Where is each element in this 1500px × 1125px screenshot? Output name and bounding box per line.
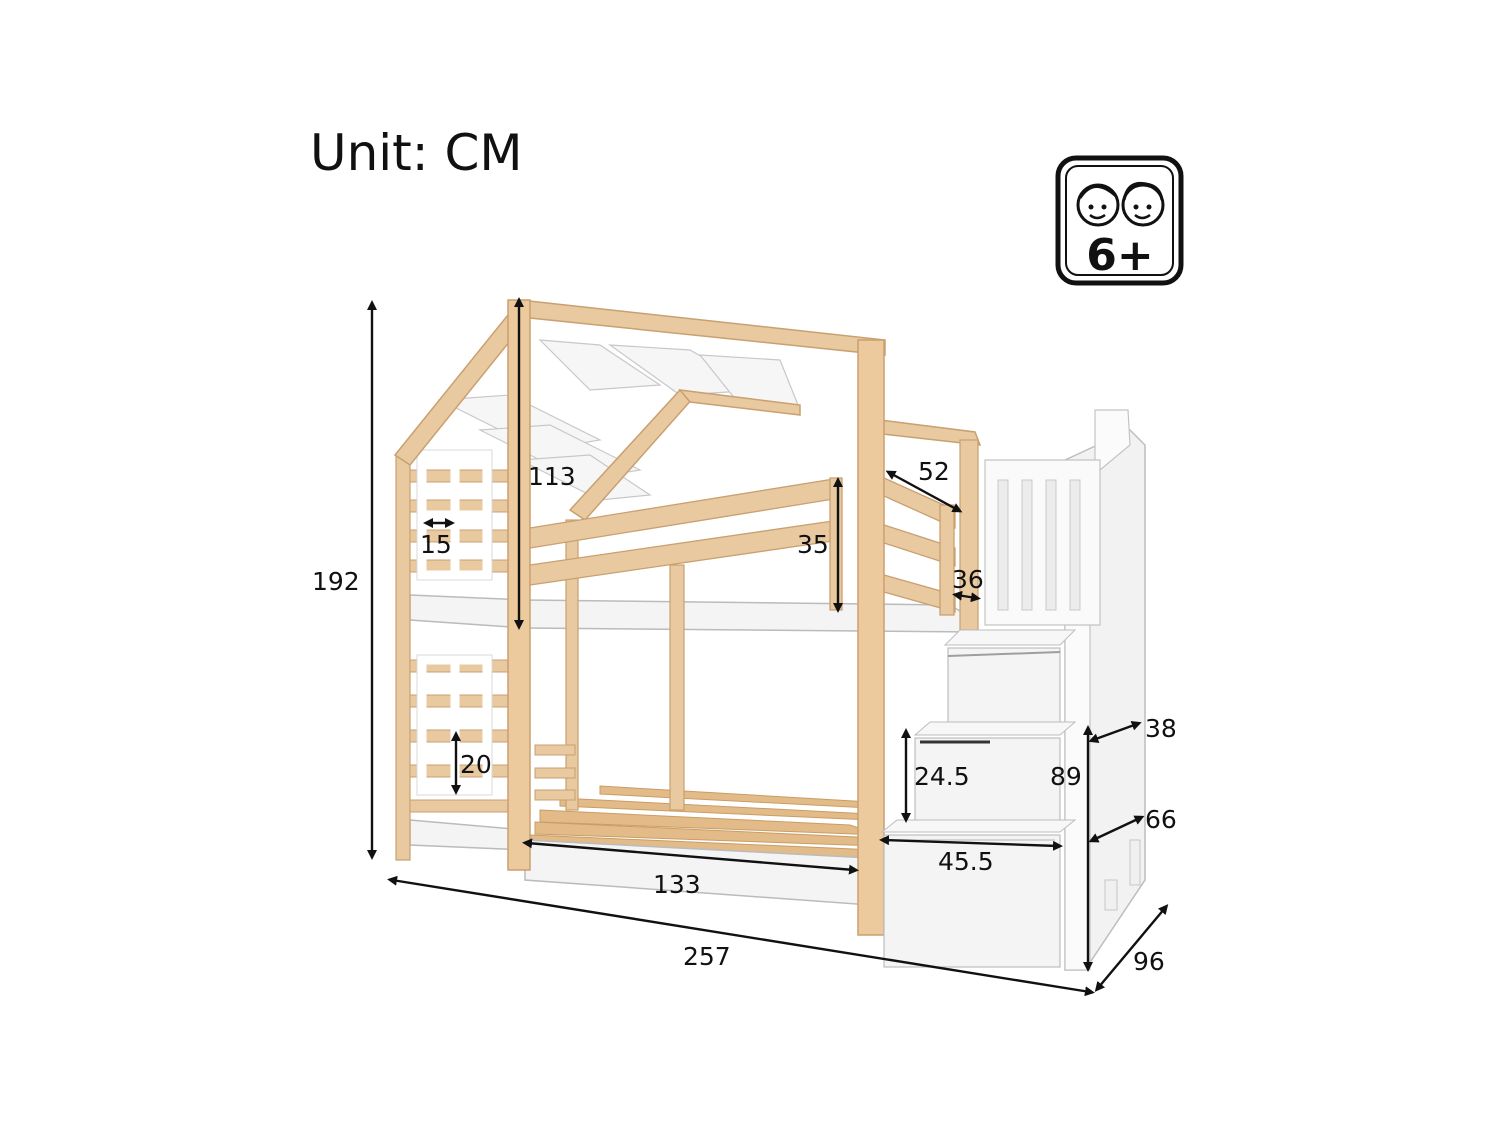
dimension-lines [367,297,1169,997]
guard-rail-gap-label: 36 [952,565,984,594]
upper-bed-base [524,599,976,633]
mattress-length-label: 133 [653,870,701,899]
staircase [880,409,1146,971]
age-badge: 6+ [1055,155,1184,286]
depth-label: 96 [1133,947,1165,976]
total-height-label: 192 [312,567,360,596]
front-right-post [857,339,885,936]
guard-rail-height-label: 35 [797,530,829,559]
upper-window [417,450,492,580]
dimension-labels: 192 257 96 113 35 52 36 15 20 133 24.5 4… [312,457,1177,976]
two-children-faces-icon [1076,181,1165,227]
drawer-width-label: 45.5 [938,847,994,876]
upper-frame-height-label: 113 [528,462,576,491]
lower-window-label: 20 [460,750,492,779]
stair-depth-bottom-label: 66 [1145,805,1177,834]
stair-depth-top-label: 38 [1145,714,1177,743]
upper-window-label: 15 [420,530,452,559]
roof-frame [393,298,982,521]
bunk-bed-illustration [393,298,1146,971]
age-label: 6+ [1086,230,1153,281]
total-length-label: 257 [683,942,731,971]
unit-label: Unit: CM [310,124,523,182]
stairs-height-label: 89 [1050,762,1082,791]
rail-length-label: 52 [918,457,950,486]
drawer-height-label: 24.5 [914,762,970,791]
